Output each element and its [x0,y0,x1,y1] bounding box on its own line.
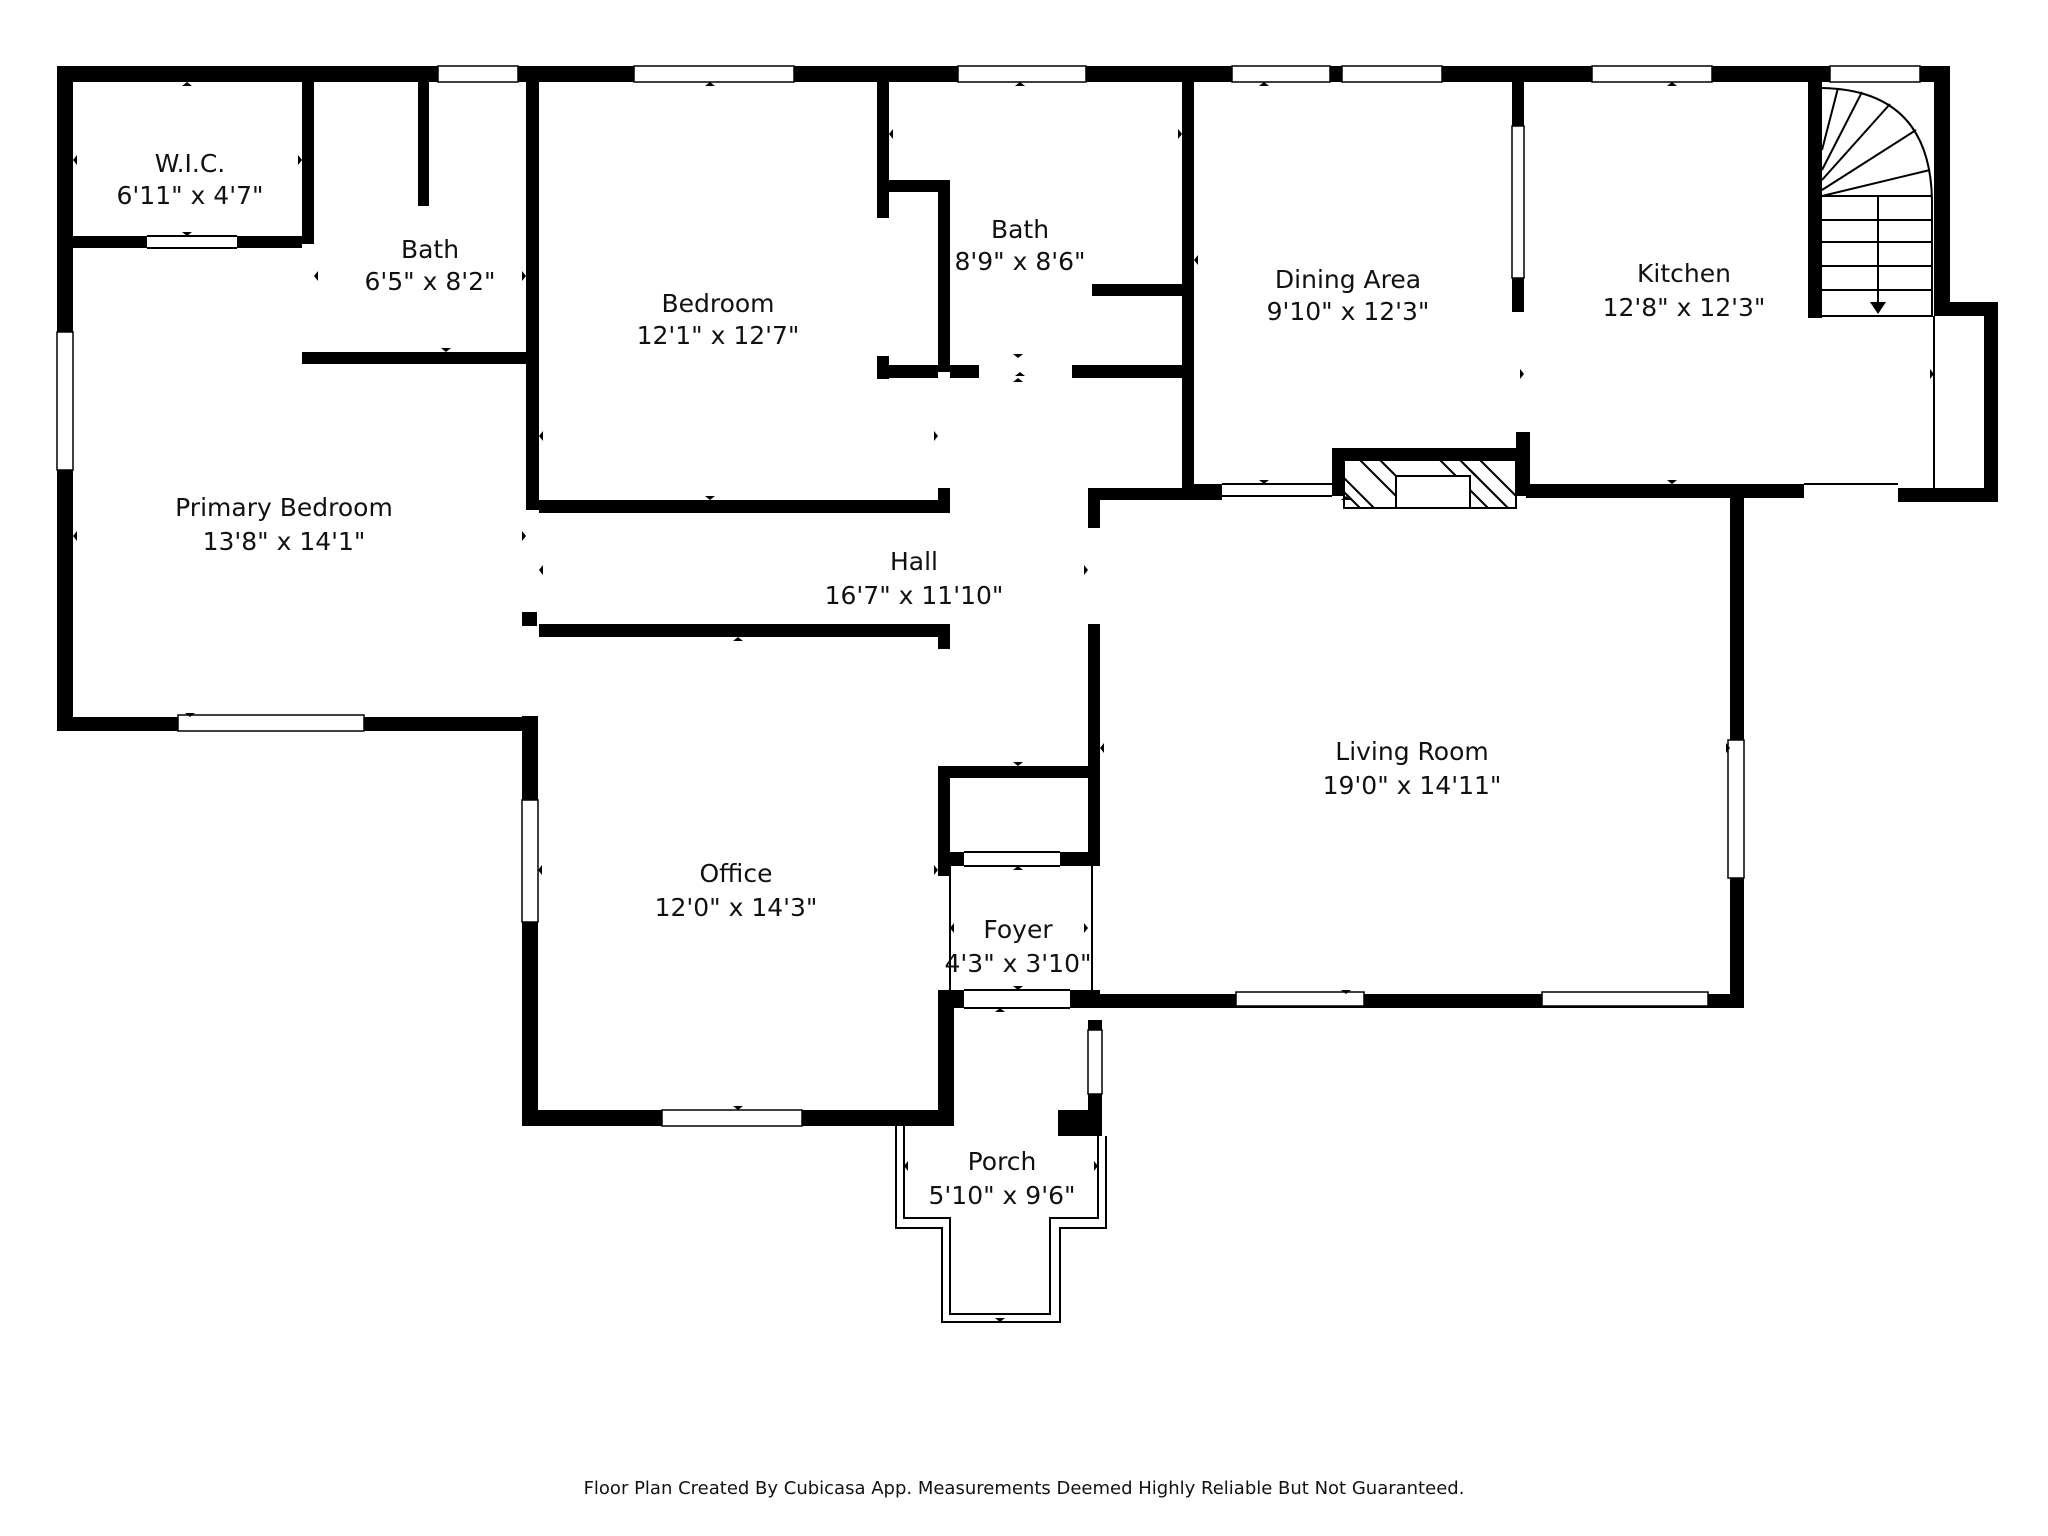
room-foyer-name: Foyer [983,915,1053,944]
room-labels: W.I.C. 6'11" x 4'7" Bath 6'5" x 8'2" Bed… [117,149,1766,1210]
room-primary-name: Primary Bedroom [175,493,393,522]
room-wic-dim: 6'11" x 4'7" [117,181,264,210]
room-bath2-dim: 8'9" x 8'6" [954,247,1085,276]
staircase [1821,87,1933,317]
room-porch-name: Porch [968,1147,1037,1176]
room-kitchen-dim: 12'8" x 12'3" [1603,293,1766,322]
door-openings [147,218,1898,1008]
room-office-dim: 12'0" x 14'3" [655,893,818,922]
dimension-markers [73,82,1934,1322]
room-bath1-name: Bath [401,235,459,264]
room-living-dim: 19'0" x 14'11" [1323,771,1502,800]
room-kitchen-name: Kitchen [1637,259,1731,288]
room-bedroom-dim: 12'1" x 12'7" [637,321,800,350]
room-bedroom-name: Bedroom [661,289,774,318]
room-living-name: Living Room [1335,737,1488,766]
room-hall-dim: 16'7" x 11'10" [825,581,1004,610]
room-primary-dim: 13'8" x 14'1" [203,527,366,556]
fireplace [1343,459,1517,509]
porch-outline [895,1126,1107,1323]
room-foyer-dim: 4'3" x 3'10" [945,949,1092,978]
room-dining-dim: 9'10" x 12'3" [1267,297,1430,326]
footer-disclaimer: Floor Plan Created By Cubicasa App. Meas… [583,1478,1465,1499]
door-lines [147,235,1935,1009]
room-office-name: Office [700,859,773,888]
room-hall-name: Hall [890,547,938,576]
room-bath1-dim: 6'5" x 8'2" [364,267,495,296]
room-dining-name: Dining Area [1275,265,1421,294]
room-bath2-name: Bath [991,215,1049,244]
room-wic-name: W.I.C. [155,149,226,178]
windows [56,65,1921,1127]
room-porch-dim: 5'10" x 9'6" [929,1181,1076,1210]
